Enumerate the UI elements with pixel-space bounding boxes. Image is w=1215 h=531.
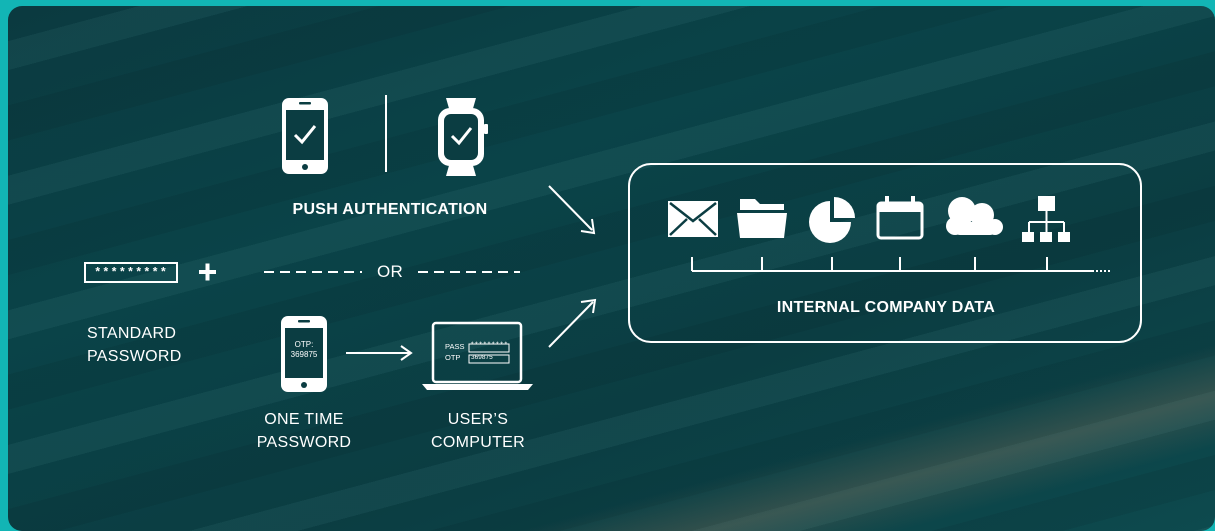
company-data-box — [628, 163, 1142, 343]
laptop-otp-label: OTP — [445, 353, 461, 362]
or-label: OR — [376, 262, 404, 281]
arrow-otp-to-data — [548, 298, 597, 348]
plus-icon — [199, 263, 216, 281]
internal-company-data-label: INTERNAL COMPANY DATA — [776, 299, 996, 316]
data-bracket-line — [691, 257, 1112, 272]
standard-password-line2: PASSWORD — [87, 348, 182, 365]
diagram-panel — [8, 6, 1215, 531]
standard-password-line1: STANDARD — [87, 325, 177, 342]
arrow-phone-to-computer — [346, 345, 413, 361]
calendar-icon — [876, 196, 924, 240]
folder-icon — [737, 199, 787, 238]
one-time-password-line2: PASSWORD — [256, 434, 352, 451]
phone-otp-code: 369875 — [290, 350, 318, 359]
smartphone-check-icon — [282, 98, 328, 174]
push-authentication-label: PUSH AUTHENTICATION — [292, 201, 488, 218]
laptop-otp-value: 369875 — [471, 354, 493, 361]
cloud-icon — [946, 197, 1003, 235]
password-field-mask: ********* — [94, 266, 168, 280]
phone-otp-label: OTP: — [294, 340, 314, 349]
password-field-icon — [84, 262, 178, 283]
mail-icon — [668, 201, 718, 237]
laptop-icon — [422, 321, 533, 390]
one-time-password-line1: ONE TIME — [264, 411, 344, 428]
users-computer-line2: COMPUTER — [431, 434, 525, 451]
otp-phone-icon — [281, 316, 327, 392]
network-icon — [1022, 196, 1070, 242]
users-computer-line1: USER’S — [447, 411, 509, 428]
pie-chart-icon — [809, 197, 855, 243]
arrow-push-to-data — [548, 185, 596, 235]
smartwatch-check-icon — [438, 98, 488, 176]
laptop-pass-label: PASS — [445, 342, 465, 351]
laptop-pass-value: ********* — [470, 342, 508, 350]
